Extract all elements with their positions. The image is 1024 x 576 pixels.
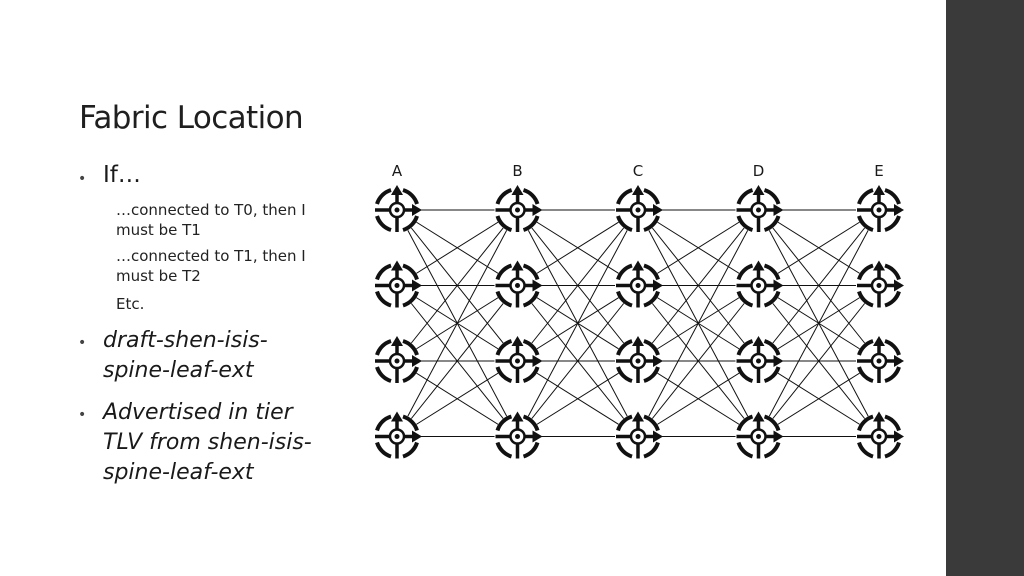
router-icon [372,334,424,386]
fabric-link [758,285,880,437]
fabric-link [637,285,759,437]
bullet-text: draft-shen-isis-spine-leaf-ext [103,328,268,383]
fabric-link [517,285,639,437]
router-icon [733,183,786,235]
sub-bullet-etc: Etc. [116,295,145,313]
router-icon [613,409,665,462]
fabric-link [637,360,759,437]
slide-title: Fabric Location [79,100,304,136]
router-icon [854,258,906,311]
router-icon [492,258,545,311]
router-icon [854,183,906,235]
bullet-dot: • [78,171,87,187]
router-icon [733,258,786,311]
fabric-link [758,209,880,362]
column-label-b: B [512,162,522,180]
fabric-link [517,209,639,362]
router-icon [372,183,424,235]
fabric-link [637,209,759,286]
fabric-link [517,360,639,437]
bullet-text: If… [103,162,141,188]
router-icon [492,183,545,235]
bullet-dot: • [78,335,87,351]
column-label-c: C [633,162,643,180]
fabric-link [396,360,518,437]
fabric-link [758,209,880,437]
fabric-link [637,209,759,362]
bullet-dot: • [78,407,87,423]
column-label-a: A [392,162,403,180]
router-icon [613,258,665,311]
router-icon [854,409,906,462]
column-label-d: D [753,162,765,180]
fabric-link [396,209,518,362]
sub-bullet-t1: …connected to T1, then I must be T2 [116,247,306,285]
column-label-e: E [874,162,883,180]
router-icon [492,334,545,386]
fabric-diagram: A B C D E [372,162,906,462]
fabric-link [637,209,759,437]
router-icon [613,183,665,235]
fabric-link [396,285,518,437]
router-icon [733,334,786,386]
router-icon [372,409,424,462]
router-icon [492,409,545,462]
fabric-link [396,209,518,437]
router-icon [613,334,665,386]
router-icon [854,334,906,386]
slide: Fabric Location • If… …connected to T0, … [78,100,906,485]
router-icon [372,258,424,311]
side-band [946,0,1024,576]
fabric-link [396,209,518,286]
fabric-link [517,209,639,286]
bullet-text: Advertised in tier TLV from shen-isis-sp… [103,400,312,485]
fabric-link [758,209,880,286]
fabric-link [517,209,639,437]
fabric-link [758,360,880,437]
router-icon [733,409,786,462]
sub-bullet-t0: …connected to T0, then I must be T1 [116,201,306,239]
